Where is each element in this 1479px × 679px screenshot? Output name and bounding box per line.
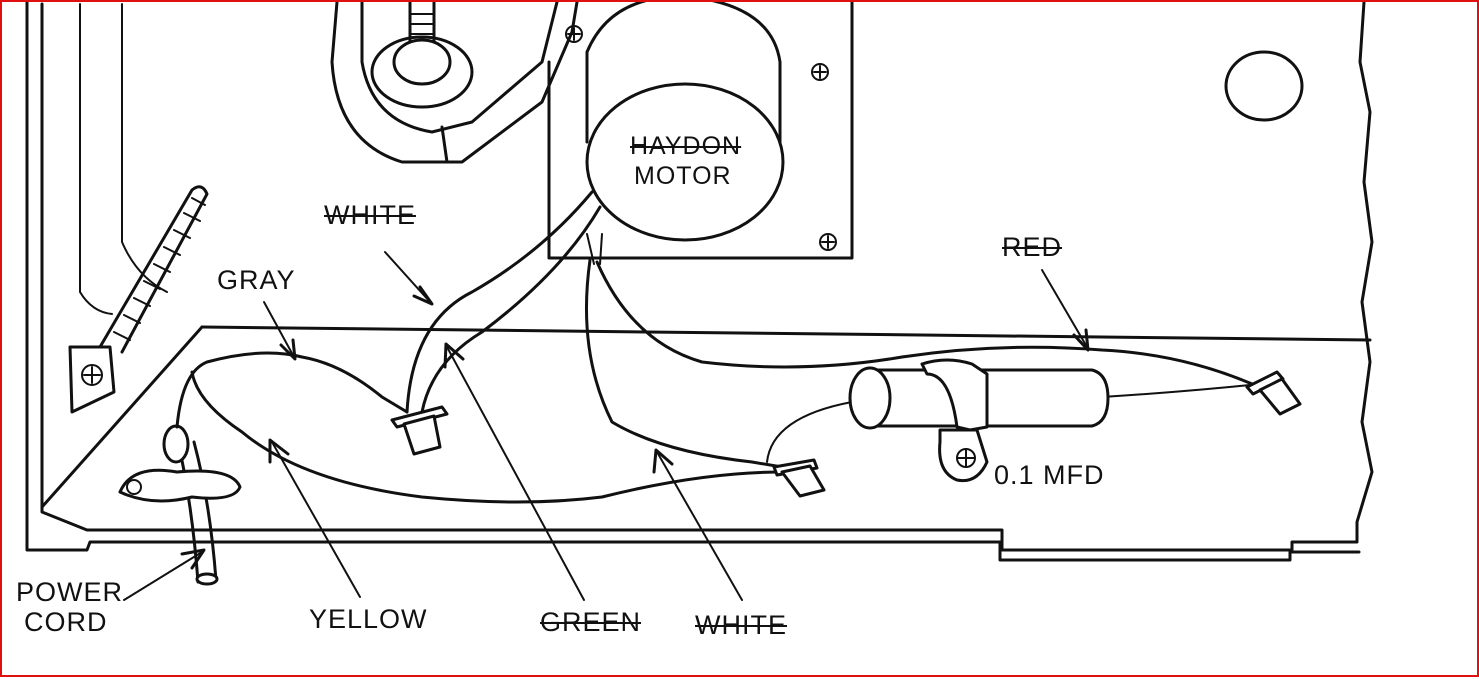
cam-assembly <box>330 2 579 164</box>
wires <box>175 190 1261 504</box>
connector-green-white <box>390 405 449 456</box>
label-power: POWER <box>16 577 124 607</box>
label-green: GREEN <box>540 607 642 637</box>
mounting-hole <box>1224 50 1304 122</box>
label-white-bottom: WHITE <box>695 610 787 640</box>
capacitor <box>848 358 1110 483</box>
label-capacitor: 0.1 MFD <box>994 460 1105 490</box>
connector-red <box>1245 370 1302 416</box>
wire-connectors <box>390 370 1302 498</box>
motor-plate <box>547 2 854 260</box>
power-cord <box>118 424 242 586</box>
haydon-motor <box>585 2 785 242</box>
label-white-top: WHITE <box>324 200 416 230</box>
motor-label-motor: MOTOR <box>634 162 732 190</box>
chassis-panel <box>25 2 1374 562</box>
label-cord: CORD <box>24 607 108 637</box>
label-leaders <box>123 251 1090 601</box>
label-yellow: YELLOW <box>309 604 428 634</box>
motor-label-haydon: HAYDON <box>630 132 742 160</box>
label-gray: GRAY <box>217 265 296 295</box>
connector-white-lower <box>772 458 826 498</box>
label-red: RED <box>1002 232 1063 262</box>
power-cord-coil <box>68 185 209 414</box>
